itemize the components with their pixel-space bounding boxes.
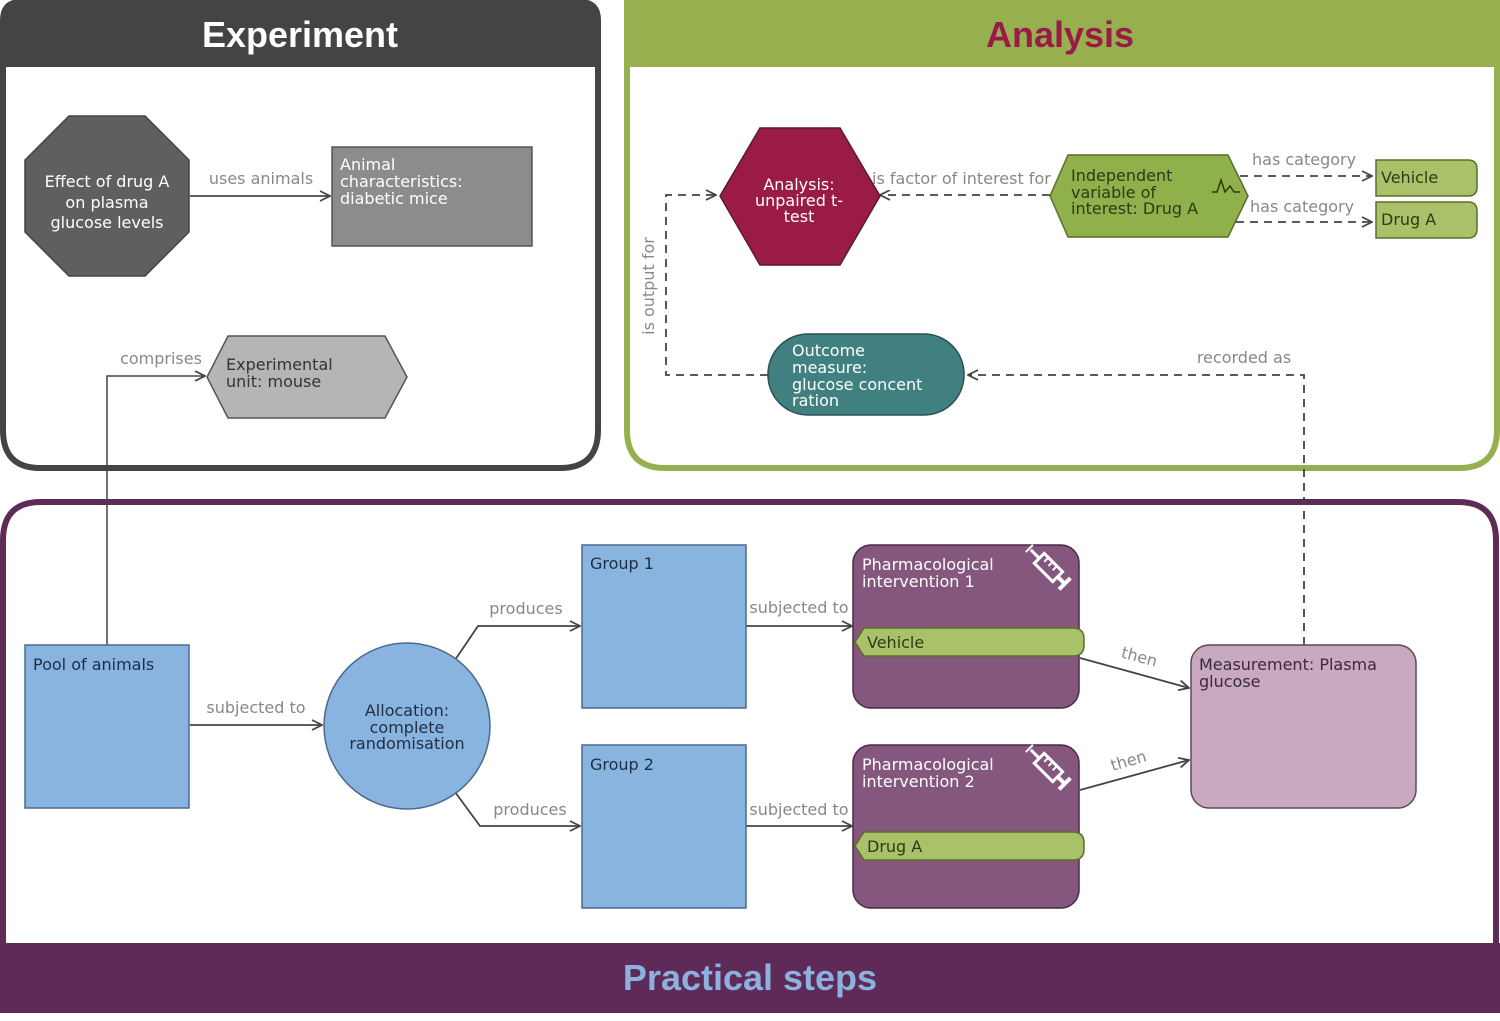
- node-animal-char-line-2: characteristics:: [340, 172, 463, 191]
- node-pharm-intervention-1[interactable]: Pharmacological intervention 1 Vehicle: [852, 543, 1085, 709]
- label-subjected-to-1: subjected to: [749, 598, 848, 617]
- node-outcome-line-2: measure:: [792, 358, 867, 377]
- node-effect-line-2: on plasma: [65, 193, 148, 212]
- label-has-category-1: has category: [1252, 150, 1356, 169]
- node-exp-unit-line-2: unit: mouse: [226, 372, 321, 391]
- node-group1-label: Group 1: [590, 554, 654, 573]
- node-analysis-line-2: unpaired t-: [755, 191, 843, 210]
- node-animal-char-line-3: diabetic mice: [340, 189, 448, 208]
- label-output-for: is output for: [639, 237, 658, 335]
- experiment-title: Experiment: [202, 14, 398, 55]
- waveform-icon: [1212, 177, 1240, 194]
- node-measurement-line-2: glucose: [1199, 672, 1261, 691]
- node-indep-var-line-2: variable of: [1071, 183, 1156, 202]
- node-indep-var-line-3: interest: Drug A: [1071, 199, 1198, 218]
- node-pharm2-tag: Drug A: [867, 837, 922, 856]
- node-exp-unit-line-1: Experimental: [226, 355, 333, 374]
- node-group-2[interactable]: Group 2: [581, 744, 747, 909]
- label-subjected-to-allocation: subjected to: [206, 698, 305, 717]
- node-druga-cat-label: Drug A: [1381, 210, 1436, 229]
- node-analysis[interactable]: Analysis: unpaired t- test: [719, 127, 881, 266]
- node-effect-line-1: Effect of drug A: [45, 172, 170, 191]
- syringe-icon: [1025, 744, 1072, 791]
- edge-produces-2: [454, 791, 580, 826]
- node-experimental-unit[interactable]: Experimental unit: mouse: [206, 335, 408, 419]
- syringe-icon: [1025, 544, 1072, 591]
- node-animal-characteristics[interactable]: Animal characteristics: diabetic mice: [331, 146, 533, 247]
- edge-produces-1: [454, 626, 580, 661]
- node-pharm1-tag: Vehicle: [867, 633, 924, 652]
- node-allocation-line-3: randomisation: [349, 734, 464, 753]
- node-pharm1-line-1: Pharmacological: [862, 555, 994, 574]
- label-factor-of-interest: is factor of interest for: [872, 169, 1051, 188]
- node-allocation-line-1: Allocation:: [365, 701, 449, 720]
- label-produces-2: produces: [493, 800, 566, 819]
- node-pharm2-line-1: Pharmacological: [862, 755, 994, 774]
- node-outcome-line-3: glucose concent: [792, 375, 922, 394]
- node-pool-label: Pool of animals: [33, 655, 154, 674]
- node-outcome-measure[interactable]: Outcome measure: glucose concent ration: [767, 333, 965, 416]
- node-effect-line-3: glucose levels: [51, 213, 164, 232]
- node-pharm1-line-2: intervention 1: [862, 572, 975, 591]
- node-outcome-line-1: Outcome: [792, 341, 865, 360]
- node-independent-variable[interactable]: Independent variable of interest: Drug A: [1049, 154, 1249, 238]
- node-analysis-line-1: Analysis:: [763, 175, 834, 194]
- node-group2-label: Group 2: [590, 755, 654, 774]
- connectors: [106, 176, 1372, 826]
- analysis-title: Analysis: [986, 14, 1134, 55]
- edge-comprises: [106, 376, 205, 645]
- node-pool-of-animals[interactable]: Pool of animals: [24, 644, 190, 809]
- practical-steps-panel: Practical steps: [0, 499, 1500, 1013]
- label-produces-1: produces: [489, 599, 562, 618]
- node-group-1[interactable]: Group 1: [581, 544, 747, 709]
- edge-recorded-as: [968, 375, 1305, 645]
- node-effect[interactable]: Effect of drug A on plasma glucose level…: [24, 115, 190, 277]
- node-pharm-intervention-2[interactable]: Pharmacological intervention 2 Drug A: [852, 743, 1085, 909]
- label-uses-animals: uses animals: [209, 169, 313, 188]
- node-animal-char-line-1: Animal: [340, 155, 395, 174]
- edge-then-2: [1079, 760, 1189, 791]
- edge-then-1: [1079, 657, 1189, 688]
- label-has-category-2: has category: [1250, 197, 1354, 216]
- label-recorded-as: recorded as: [1197, 348, 1291, 367]
- edge-labels: uses animals comprises is factor of inte…: [117, 150, 1356, 819]
- node-measurement-line-1: Measurement: Plasma: [1199, 655, 1377, 674]
- node-outcome-line-4: ration: [792, 391, 839, 410]
- node-vehicle-cat-label: Vehicle: [1381, 168, 1438, 187]
- node-category-drug-a[interactable]: Drug A: [1375, 201, 1478, 239]
- node-measurement[interactable]: Measurement: Plasma glucose: [1190, 644, 1417, 809]
- label-comprises: comprises: [120, 349, 202, 368]
- node-allocation-line-2: complete: [370, 718, 445, 737]
- node-allocation[interactable]: Allocation: complete randomisation: [323, 642, 491, 810]
- node-analysis-line-3: test: [784, 207, 815, 226]
- practical-steps-title: Practical steps: [623, 957, 877, 998]
- node-indep-var-line-1: Independent: [1071, 166, 1172, 185]
- node-pharm2-line-2: intervention 2: [862, 772, 975, 791]
- node-category-vehicle[interactable]: Vehicle: [1375, 159, 1478, 197]
- label-subjected-to-2: subjected to: [749, 800, 848, 819]
